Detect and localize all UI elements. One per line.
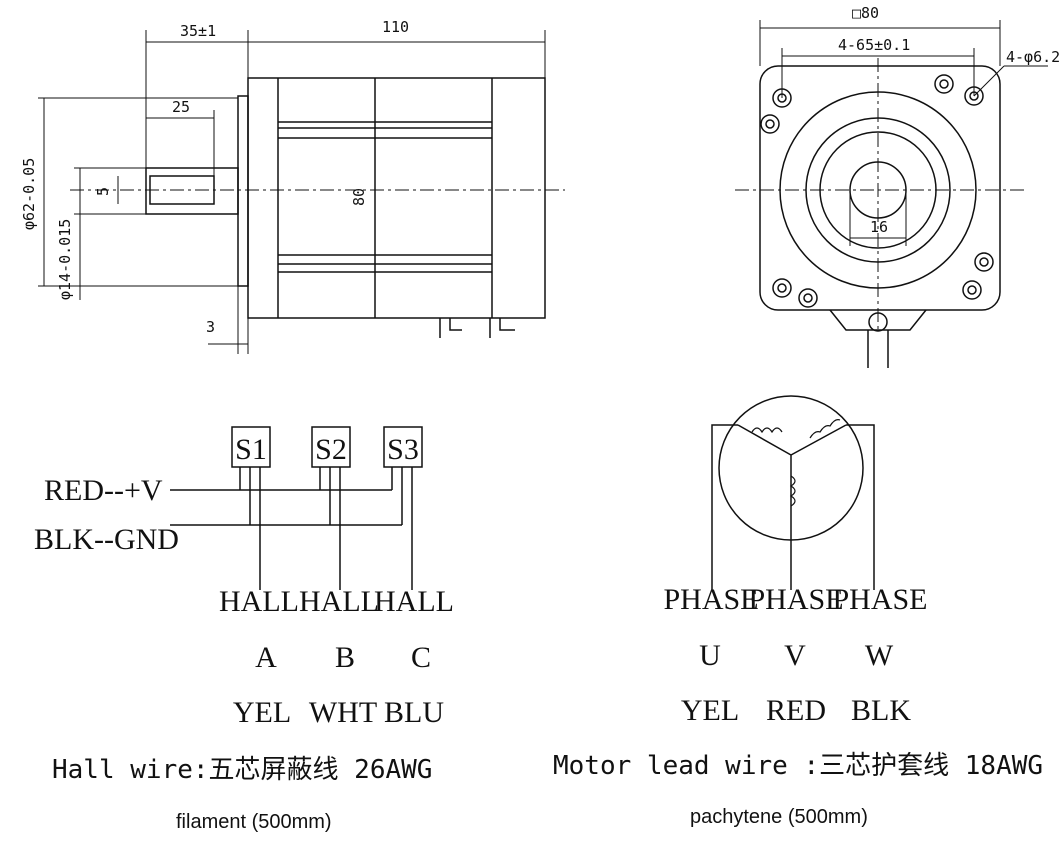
motor-wire-subcaption: pachytene (500mm) (690, 806, 868, 828)
phase-v-color: RED (766, 694, 826, 727)
sensor-box-s2 (311, 426, 351, 468)
hall-wire-caption: Hall wire:五芯屏蔽线 26AWG (52, 755, 432, 785)
hall-b-color: WHT (309, 696, 377, 729)
dim-shaft-length: 25 (172, 98, 190, 116)
phase-v-letter: V (784, 639, 806, 672)
hall-a-letter: A (255, 641, 277, 674)
ground-label: BLK--GND (34, 523, 179, 556)
phase-u-letter: U (699, 639, 721, 672)
hall-schematic (170, 426, 423, 590)
sensor-box-s3 (383, 426, 423, 468)
sensor-s2-label: S2 (315, 433, 347, 466)
dim-hole-spacing: 4-65±0.1 (838, 36, 910, 54)
front-view (735, 20, 1048, 368)
motor-wire-caption: Motor lead wire :三芯护套线 18AWG (553, 751, 1043, 781)
dim-pilot-diameter: φ62-0.05 (20, 158, 38, 230)
dim-key-width: 5 (94, 187, 112, 196)
flange (237, 95, 249, 287)
front-view-labels: □80 4-65±0.1 4-φ6.2 16 (838, 4, 1059, 236)
sensor-s1-label: S1 (235, 433, 267, 466)
dim-frame-size: □80 (852, 4, 879, 22)
front-face (759, 65, 1001, 311)
hall-b-letter: B (335, 641, 355, 674)
dim-hole-diameter: 4-φ6.2 (1006, 48, 1059, 66)
hall-a-color: YEL (233, 696, 291, 729)
dim-flange-width: 35±1 (180, 22, 216, 40)
dim-shaft-diameter: φ14-0.015 (56, 219, 74, 300)
dim-body-length: 110 (382, 18, 409, 36)
dim-flange-thickness: 3 (206, 318, 215, 336)
phase-u-color: YEL (681, 694, 739, 727)
hall-labels: S1 S2 S3 RED--+V BLK--GND HALL HALL HALL… (34, 433, 454, 833)
sensor-s3-label: S3 (387, 433, 419, 466)
phase-v-name: PHASE (748, 583, 843, 616)
hall-wire-subcaption: filament (500mm) (176, 811, 332, 833)
phase-w-lead (846, 424, 875, 590)
hall-b-name: HALL (299, 585, 379, 618)
hall-c-name: HALL (374, 585, 454, 618)
dim-shaft: 16 (870, 218, 888, 236)
phase-u-name: PHASE (663, 583, 758, 616)
motor-schematic (711, 395, 875, 590)
shaft (145, 167, 239, 215)
side-view (38, 30, 565, 354)
motor-labels: PHASE PHASE PHASE U V W YEL RED BLK Moto… (553, 583, 1043, 828)
phase-w-letter: W (865, 639, 894, 672)
phase-u-lead (711, 424, 738, 590)
sensor-box-s1 (231, 426, 271, 468)
power-label: RED--+V (44, 474, 163, 507)
dim-body-height: 80 (350, 188, 368, 206)
mounting-holes (760, 74, 994, 308)
hall-c-color: BLU (384, 696, 444, 729)
hall-c-letter: C (411, 641, 431, 674)
phase-w-color: BLK (851, 694, 911, 727)
side-view-labels: 35±1 110 25 5 φ62-0.05 φ14-0.015 80 3 (20, 18, 409, 336)
hall-a-name: HALL (219, 585, 299, 618)
phase-w-name: PHASE (832, 583, 927, 616)
motor-body (247, 77, 546, 319)
